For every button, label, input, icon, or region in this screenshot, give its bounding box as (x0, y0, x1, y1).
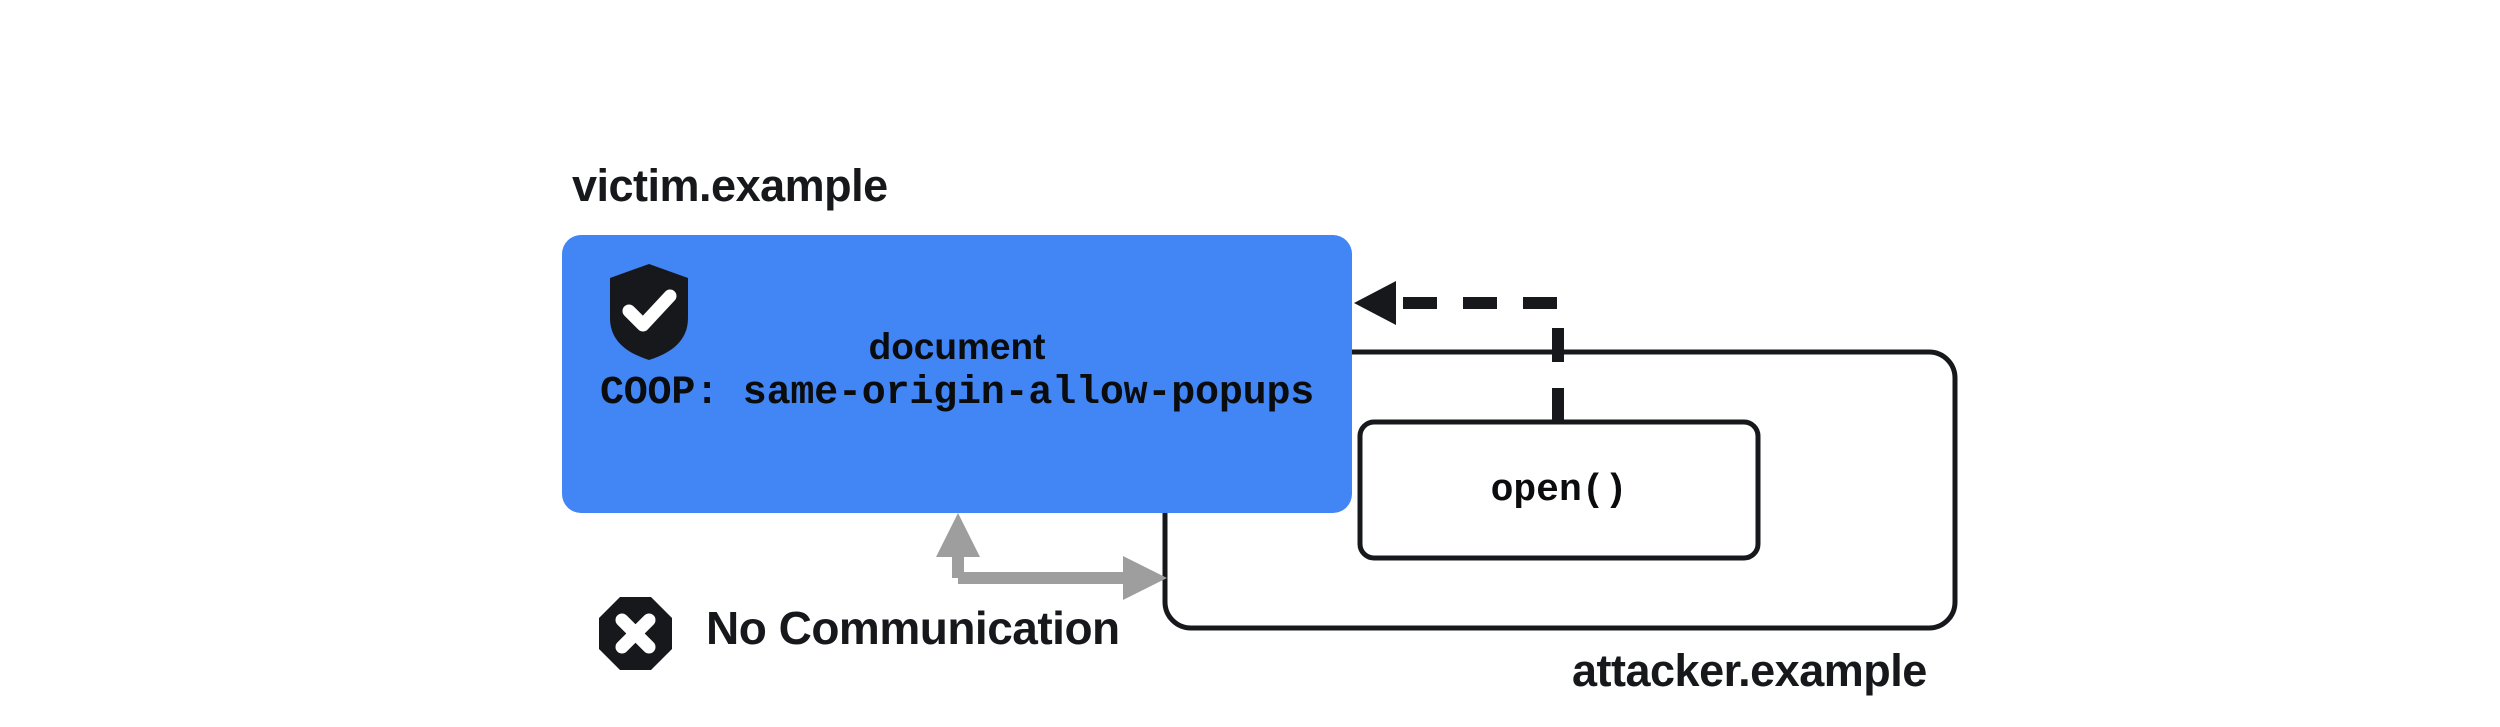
no-communication-label: No Communication (706, 602, 1120, 654)
no-communication-arrow (936, 513, 1167, 600)
attacker-origin-label: attacker.example (1572, 645, 1927, 696)
shield-check-icon (610, 264, 688, 360)
no-communication-arrowhead-up (936, 513, 980, 557)
opener-dashed-arrow (1354, 281, 1564, 422)
coop-header-value: COOP: same-origin-allow-popups (599, 371, 1315, 416)
open-call-label: open() (1490, 469, 1628, 512)
victim-document-card (562, 235, 1352, 513)
no-communication-arrowhead-right (1123, 556, 1167, 600)
victim-origin-label: victim.example (572, 160, 888, 211)
opener-arrowhead (1354, 281, 1396, 325)
victim-document-label: document (868, 326, 1046, 367)
octagon-x-icon (599, 597, 672, 670)
